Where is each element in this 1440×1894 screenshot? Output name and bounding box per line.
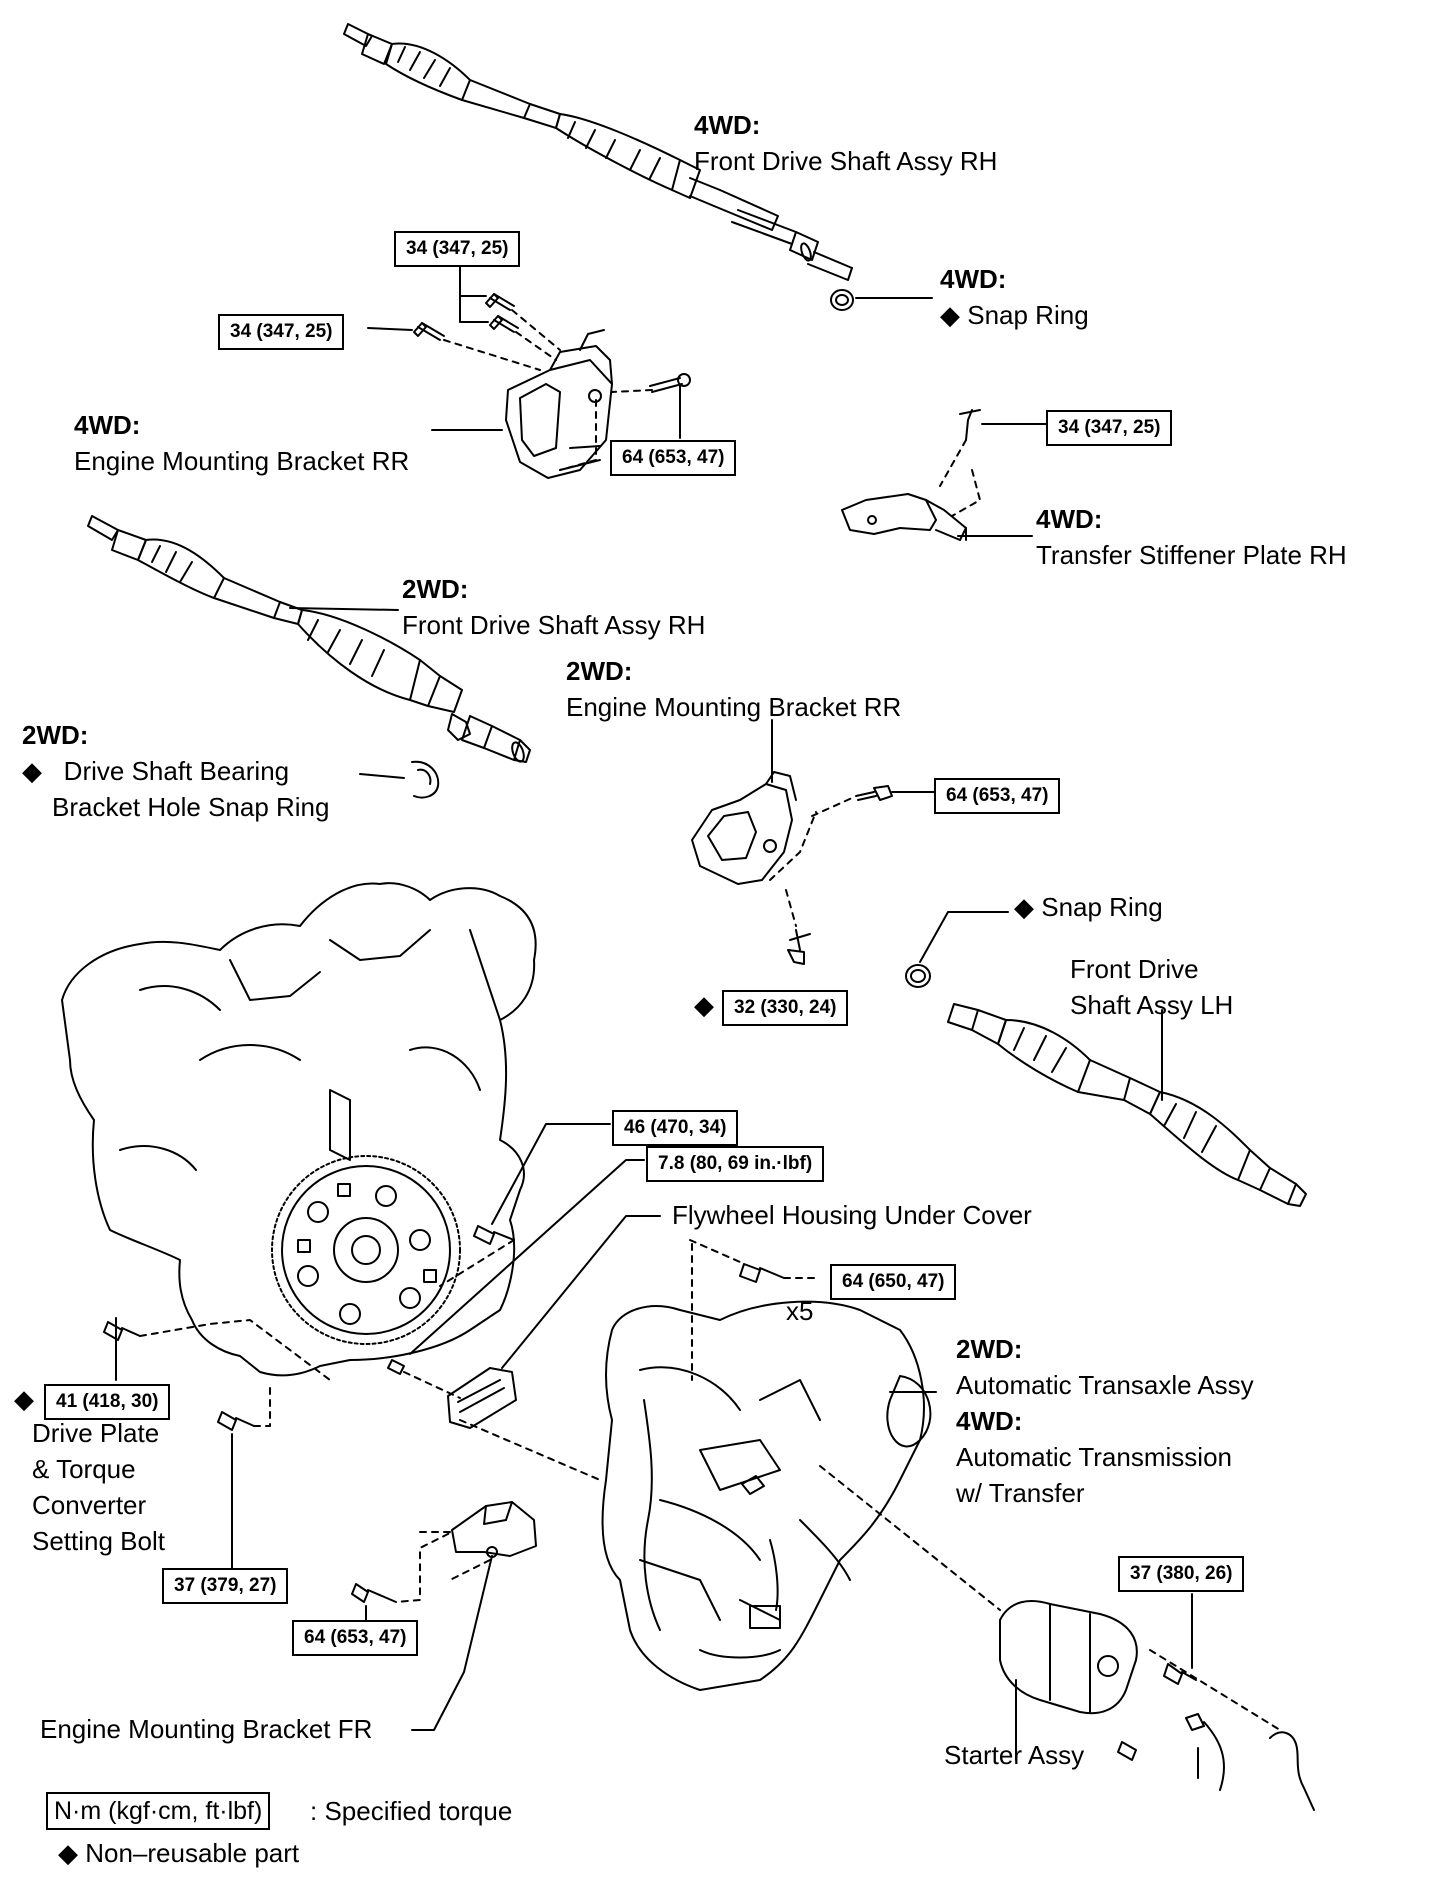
torque-label: 64 (650, 47) xyxy=(830,1264,957,1300)
torque-label: 34 (347, 25) xyxy=(394,231,521,267)
non-reusable-icon: ◆ xyxy=(694,990,714,1020)
leader xyxy=(919,911,1009,963)
tsp-name: Transfer Stiffener Plate RH xyxy=(1036,540,1347,570)
fds-lh-line2: Shaft Assy LH xyxy=(1070,990,1234,1020)
fds-lh-line1: Front Drive xyxy=(1070,954,1199,984)
engine-mounting-bracket-rr-2wd-drawing xyxy=(691,771,893,965)
front-drive-shaft-lh-drawing xyxy=(947,1003,1307,1207)
leader xyxy=(411,1555,493,1731)
x5-bolt-drawing xyxy=(739,1263,785,1283)
engine-mounting-bracket-rr-4wd-drawing xyxy=(505,329,613,479)
emb-rr-2wd-tag: 2WD: xyxy=(566,656,633,686)
non-reusable-icon: ◆ xyxy=(58,1838,78,1868)
drive-plate-line3: Converter xyxy=(32,1490,147,1520)
snap-4wd-tag: 4WD: xyxy=(940,264,1007,294)
drive-plate-drawing xyxy=(271,1155,461,1345)
non-reusable-icon: ◆ xyxy=(1014,892,1034,922)
x5-label: x5 xyxy=(786,1296,814,1326)
front-drive-shaft-rh-2wd-drawing xyxy=(87,515,531,763)
flywheel-cover-label: Flywheel Housing Under Cover xyxy=(672,1200,1032,1230)
torque-label: 64 (653, 47) xyxy=(610,440,737,476)
dsb-line2: Bracket Hole Snap Ring xyxy=(52,792,330,822)
dsb-line1: ◆ Drive Shaft Bearing xyxy=(22,756,289,786)
bearing-snap-ring-drawing xyxy=(411,760,440,799)
torque-label: 7.8 (80, 69 in.·lbf) xyxy=(646,1146,825,1182)
emb-fr-label: Engine Mounting Bracket FR xyxy=(40,1714,373,1744)
engine-drawing xyxy=(61,882,537,1377)
drive-plate-line2: & Torque xyxy=(32,1454,136,1484)
legend-non-reusable: ◆ Non–reusable part xyxy=(58,1838,299,1868)
leader xyxy=(289,607,399,611)
snap-ring-4wd-drawing xyxy=(830,289,854,311)
front-drive-shaft-rh-4wd-drawing xyxy=(343,23,853,281)
fds-2wd-tag: 2WD: xyxy=(402,574,469,604)
bolts-4wd-bracket xyxy=(413,293,691,471)
legend-torque-text: : Specified torque xyxy=(310,1796,513,1826)
non-reusable-icon: ◆ xyxy=(14,1384,34,1414)
trans-4wd-line2: w/ Transfer xyxy=(956,1478,1085,1508)
legend-torque-box: N·m (kgf·cm, ft·lbf) xyxy=(46,1792,271,1830)
engine-mounting-bracket-fr-drawing xyxy=(351,1501,537,1603)
dsb-line1-text: Drive Shaft Bearing xyxy=(63,756,290,786)
snap-lh: ◆ Snap Ring xyxy=(1014,892,1163,922)
torque-label: 37 (379, 27) xyxy=(162,1568,289,1604)
trans-2wd-tag: 2WD: xyxy=(956,1334,1023,1364)
fds-2wd-name: Front Drive Shaft Assy RH xyxy=(402,610,706,640)
emb-rr-4wd-tag: 4WD: xyxy=(74,410,141,440)
torque-label: 34 (347, 25) xyxy=(1046,410,1173,446)
dsb-tag: 2WD: xyxy=(22,720,89,750)
drive-plate-line4: Setting Bolt xyxy=(32,1526,165,1556)
snap-4wd-name: ◆ Snap Ring xyxy=(940,300,1089,330)
torque-label: 64 (653, 47) xyxy=(934,778,1061,814)
trans-4wd-tag: 4WD: xyxy=(956,1406,1023,1436)
fds-4wd-tag: 4WD: xyxy=(694,110,761,140)
torque-label: 37 (380, 26) xyxy=(1118,1556,1245,1592)
non-reusable-icon: ◆ xyxy=(940,300,960,330)
leader xyxy=(367,327,413,331)
transfer-stiffener-plate-drawing xyxy=(841,409,981,541)
emb-rr-4wd-name: Engine Mounting Bracket RR xyxy=(74,446,410,476)
trans-4wd-line1: Automatic Transmission xyxy=(956,1442,1232,1472)
engine-side-bolts xyxy=(103,1225,515,1431)
emb-rr-2wd-name: Engine Mounting Bracket RR xyxy=(566,692,902,722)
leader xyxy=(459,247,489,323)
torque-label: 64 (653, 47) xyxy=(292,1620,419,1656)
leader xyxy=(491,1123,611,1225)
snap-4wd-text: Snap Ring xyxy=(967,300,1089,330)
torque-label: 32 (330, 24) xyxy=(722,990,849,1026)
leader xyxy=(409,1159,645,1355)
starter-label: Starter Assy xyxy=(944,1740,1085,1770)
legend-non-reusable-text: Non–reusable part xyxy=(85,1838,300,1868)
trans-2wd-name: Automatic Transaxle Assy xyxy=(956,1370,1254,1400)
leader xyxy=(359,773,405,779)
leader xyxy=(501,1215,661,1369)
drive-plate-line1: Drive Plate xyxy=(32,1418,160,1448)
snap-ring-lh-drawing xyxy=(905,964,931,988)
starter-drawing xyxy=(819,1465,1315,1811)
snap-lh-text: Snap Ring xyxy=(1041,892,1163,922)
torque-label: 34 (347, 25) xyxy=(218,314,345,350)
fds-4wd-name: Front Drive Shaft Assy RH xyxy=(694,146,998,176)
torque-label: 41 (418, 30) xyxy=(44,1384,171,1420)
flywheel-housing-under-cover-drawing xyxy=(403,1367,601,1481)
transmission-drawing xyxy=(601,1300,932,1691)
tsp-tag: 4WD: xyxy=(1036,504,1103,534)
torque-label: 46 (470, 34) xyxy=(612,1110,739,1146)
non-reusable-icon: ◆ xyxy=(22,756,42,786)
